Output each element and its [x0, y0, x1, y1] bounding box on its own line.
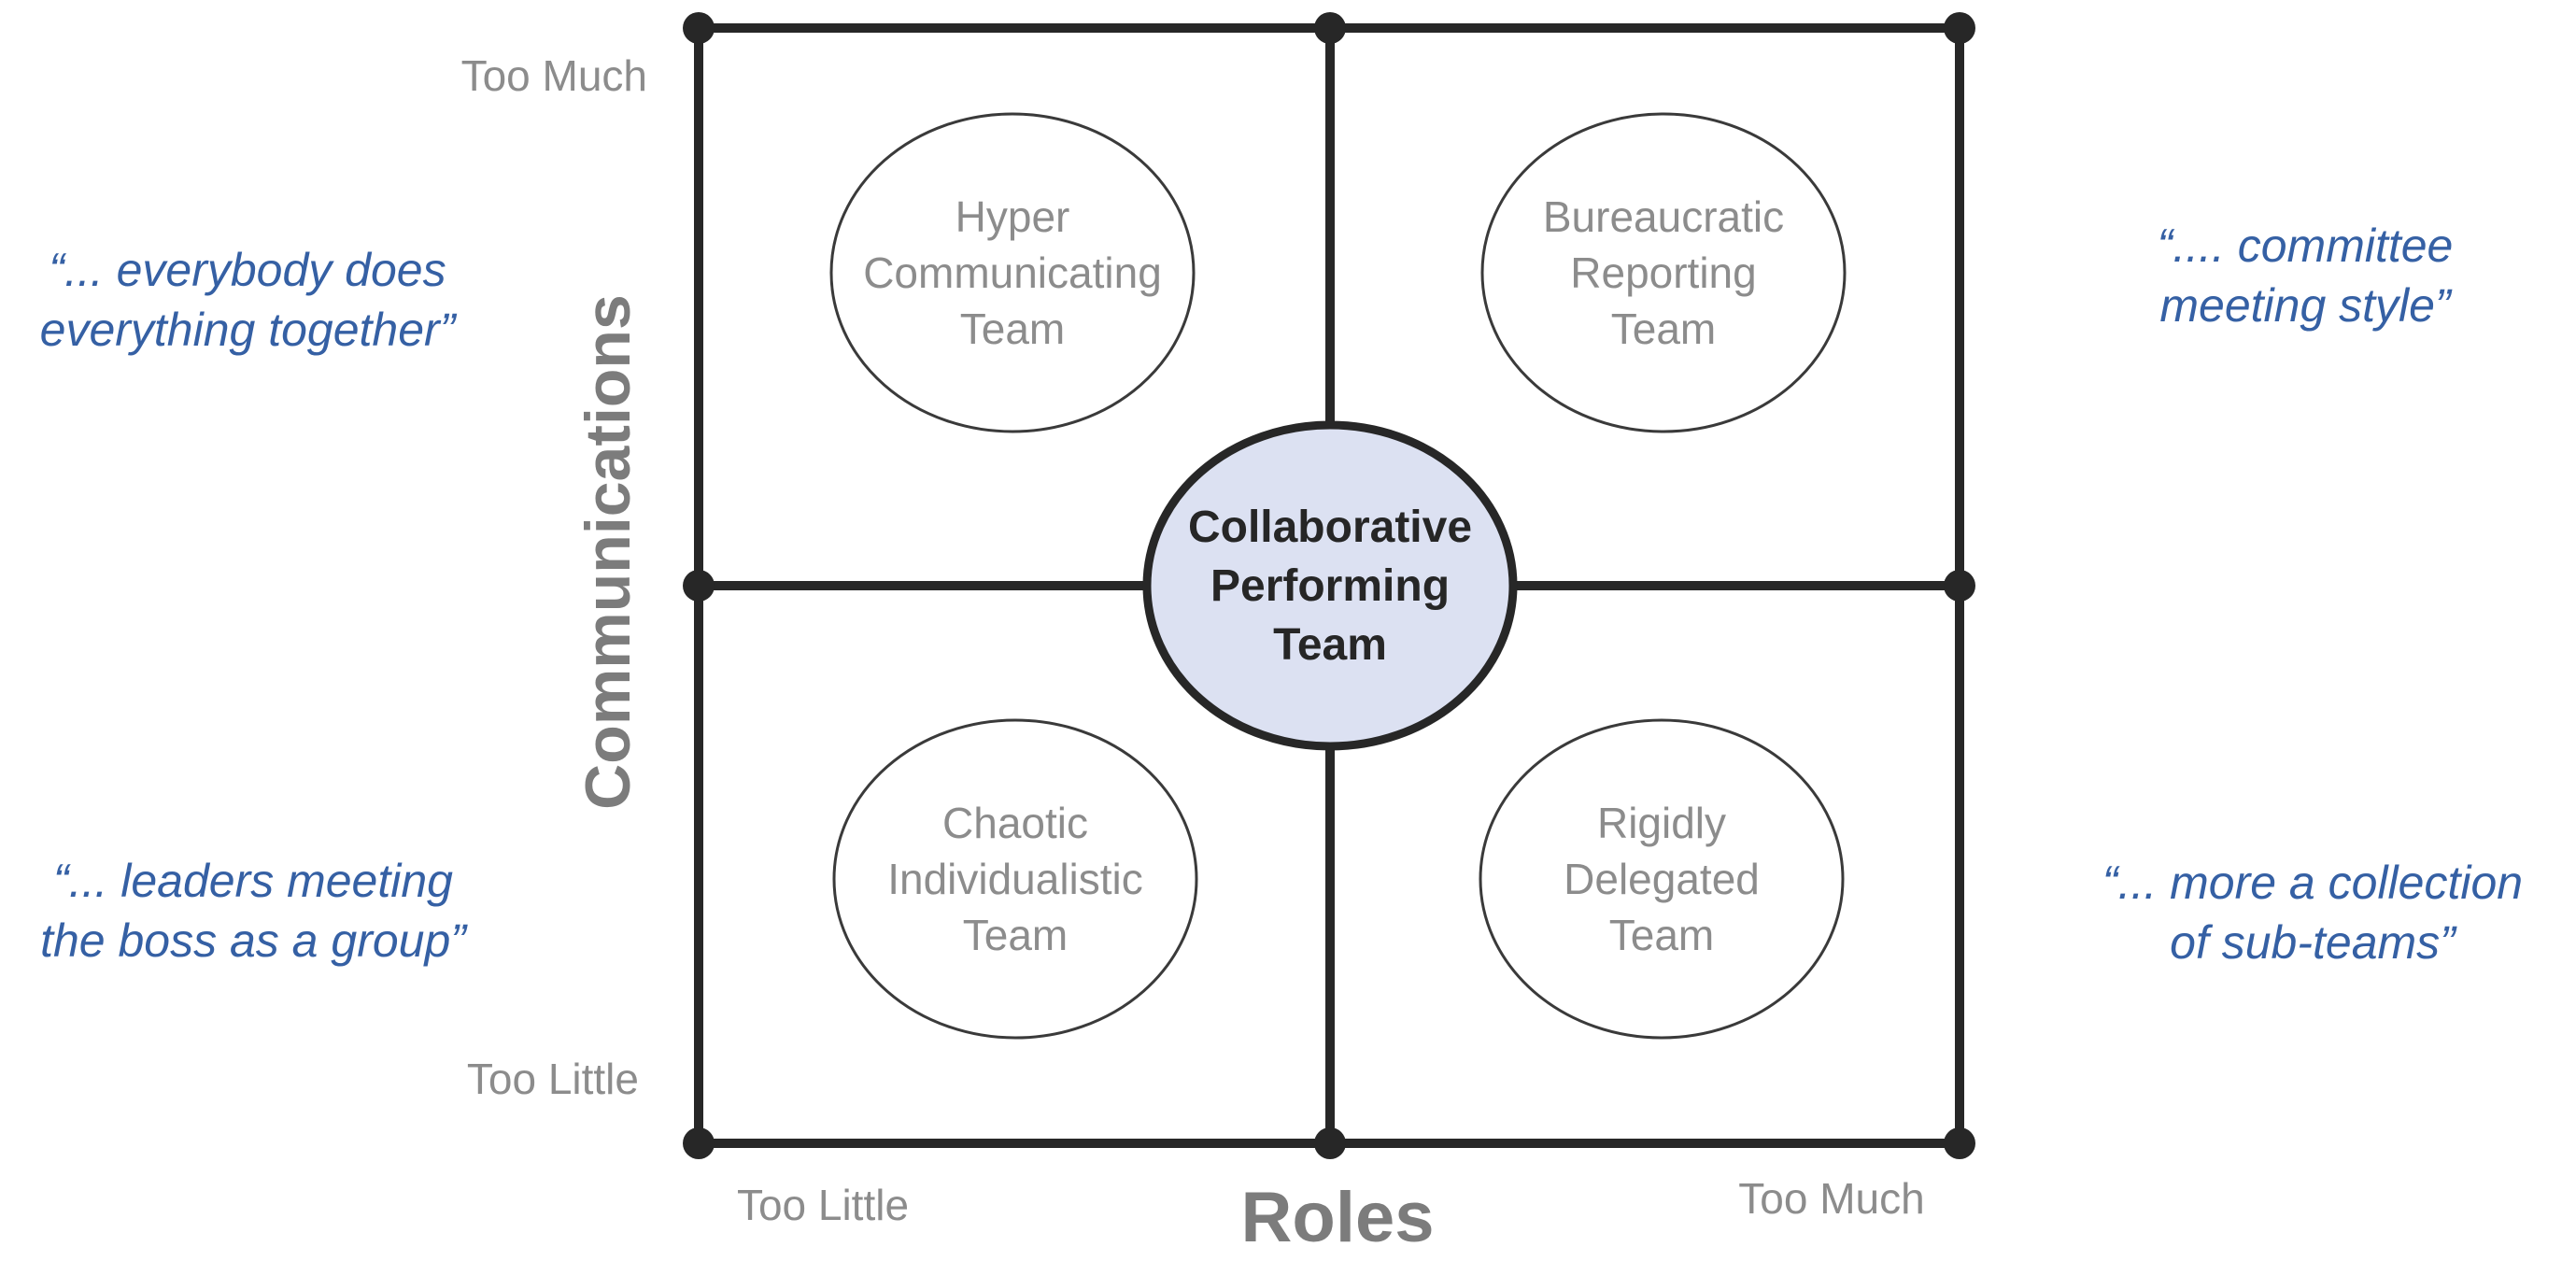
center-circle: [1142, 420, 1518, 751]
quote-line: meeting style”: [2159, 279, 2451, 332]
center-line: Team: [1273, 620, 1387, 670]
quote-bottom-left: “... leaders meeting the boss as a group…: [0, 851, 506, 971]
node-mid-left: [683, 570, 715, 602]
quote-line: “... everybody does: [49, 244, 446, 296]
bubble-line: Communicating: [863, 248, 1162, 297]
bubble-line: Hyper: [955, 192, 1070, 241]
bubble-line: Reporting: [1570, 248, 1757, 297]
center-line: Performing: [1210, 561, 1451, 611]
node-bottom-left: [683, 1127, 715, 1159]
bubble-bottom-left-circle: [832, 718, 1198, 1040]
center-circle-label: Collaborative Performing Team: [1097, 498, 1564, 674]
quote-top-left: “... everybody does everything together”: [0, 240, 495, 360]
node-mid-right: [1944, 570, 1975, 602]
quote-bottom-right: “... more a collection of sub-teams”: [2032, 853, 2576, 972]
node-top-mid: [1314, 12, 1346, 44]
quote-line: of sub-teams”: [2170, 916, 2456, 969]
bubble-top-left-circle: [829, 112, 1196, 433]
quote-line: the boss as a group”: [40, 914, 466, 967]
bubble-bottom-right-label: Rigidly Delegated Team: [1428, 795, 1895, 963]
quote-line: “... leaders meeting: [53, 855, 453, 907]
y-axis-bottom-label: Too Little: [466, 1055, 639, 1103]
node-top-left: [683, 12, 715, 44]
quote-line: “... more a collection: [2102, 857, 2524, 909]
quote-line: “.... committee: [2157, 220, 2454, 272]
y-axis-top-label: Too Much: [460, 51, 647, 100]
bubble-line: Team: [959, 305, 1066, 353]
bubble-bottom-right-circle: [1479, 718, 1845, 1040]
y-axis-title: Communications: [573, 294, 644, 810]
bubble-top-right-label: Bureaucratic Reporting Team: [1430, 189, 1897, 357]
node-bottom-mid: [1314, 1127, 1346, 1159]
bubble-line: Individualistic: [887, 855, 1143, 903]
quote-line: everything together”: [39, 304, 456, 356]
bubble-top-left-label: Hyper Communicating Team: [779, 189, 1246, 357]
bubble-line: Team: [1610, 305, 1717, 353]
bubble-top-right-circle: [1480, 112, 1847, 433]
center-line: Collaborative: [1187, 503, 1473, 552]
bubble-line: Team: [1608, 911, 1715, 959]
bubble-line: Team: [962, 911, 1069, 959]
x-axis-left-label: Too Little: [736, 1181, 910, 1229]
x-axis-right-label: Too Much: [1738, 1174, 1925, 1223]
bubble-line: Rigidly: [1596, 799, 1727, 847]
bubble-line: Delegated: [1564, 855, 1760, 903]
bubble-line: Chaotic: [942, 799, 1088, 847]
quote-top-right: “.... committee meeting style”: [2025, 216, 2576, 335]
x-axis-title: Roles: [1240, 1178, 1435, 1257]
node-top-right: [1944, 12, 1975, 44]
bubble-line: Bureaucratic: [1542, 192, 1785, 241]
node-bottom-right: [1944, 1127, 1975, 1159]
bubble-bottom-left-label: Chaotic Individualistic Team: [782, 795, 1249, 963]
